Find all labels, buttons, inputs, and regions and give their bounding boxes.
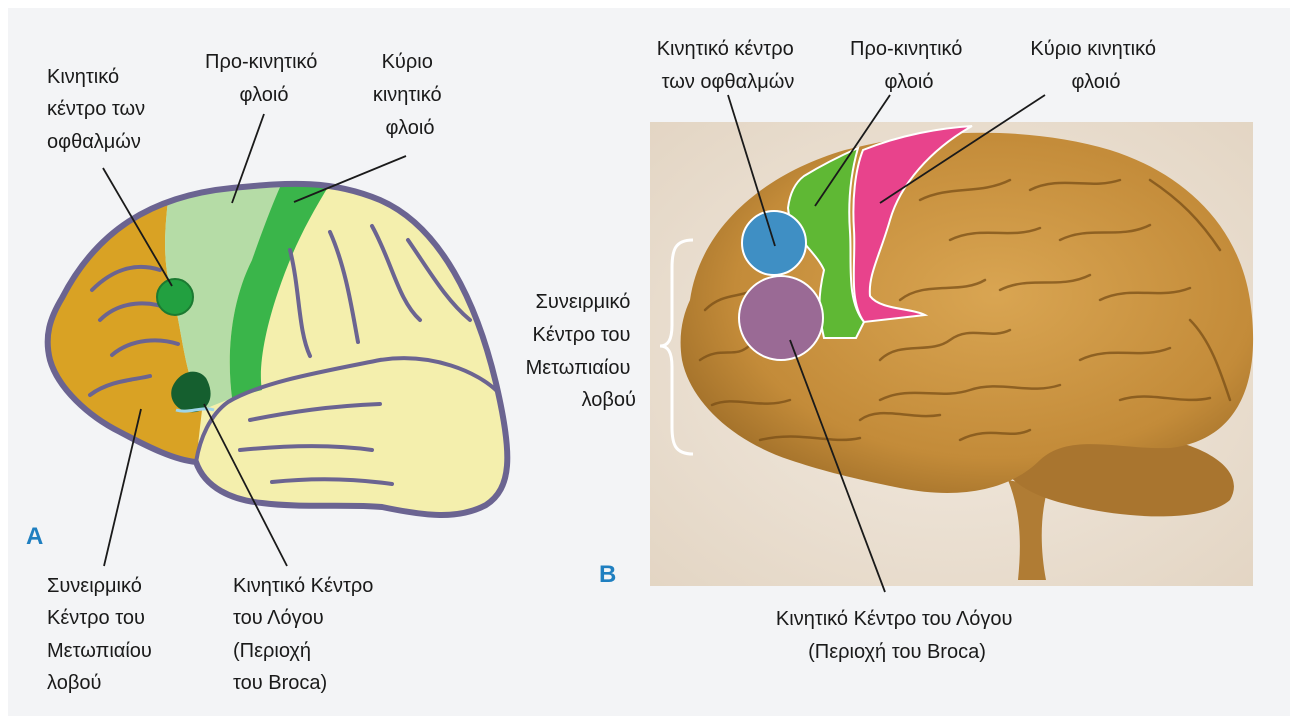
- label-b-frontal-association: Συνειρμικό Κέντρο του Μετωπιαίου λοβού: [526, 291, 636, 411]
- label-a-premotor: Προ-κινητικό φλοιό: [205, 51, 323, 106]
- broca-area-b: [739, 276, 823, 360]
- label-a-eye-field: Κινητικό κέντρο των οφθαλμών: [47, 66, 151, 153]
- eye-field-a: [157, 279, 193, 315]
- label-b-eye-field: Κινητικό κέντρο των οφθαλμών: [657, 38, 800, 93]
- label-b-premotor: Προ-κινητικό φλοιό: [850, 38, 968, 93]
- label-b-primary-motor: Κύριο κινητικό φλοιό: [1030, 38, 1161, 93]
- label-a-primary-motor: Κύριο κινητικό φλοιό: [373, 51, 447, 139]
- panel-b-photo: Κινητικό κέντρο των οφθαλμών Προ-κινητικ…: [526, 38, 1254, 663]
- panel-letter-b: B: [599, 561, 616, 588]
- panel-a-diagram: Κινητικό κέντρο των οφθαλμών Προ-κινητικ…: [26, 51, 520, 694]
- label-b-broca: Κινητικό Κέντρο του Λόγου (Περιοχή του B…: [776, 608, 1018, 663]
- label-a-frontal-association: Συνειρμικό Κέντρο του Μετωπιαίου λοβού: [47, 575, 157, 694]
- panel-letter-a: A: [26, 523, 43, 550]
- label-a-broca: Κινητικό Κέντρο του Λόγου (Περιοχή του B…: [233, 575, 379, 694]
